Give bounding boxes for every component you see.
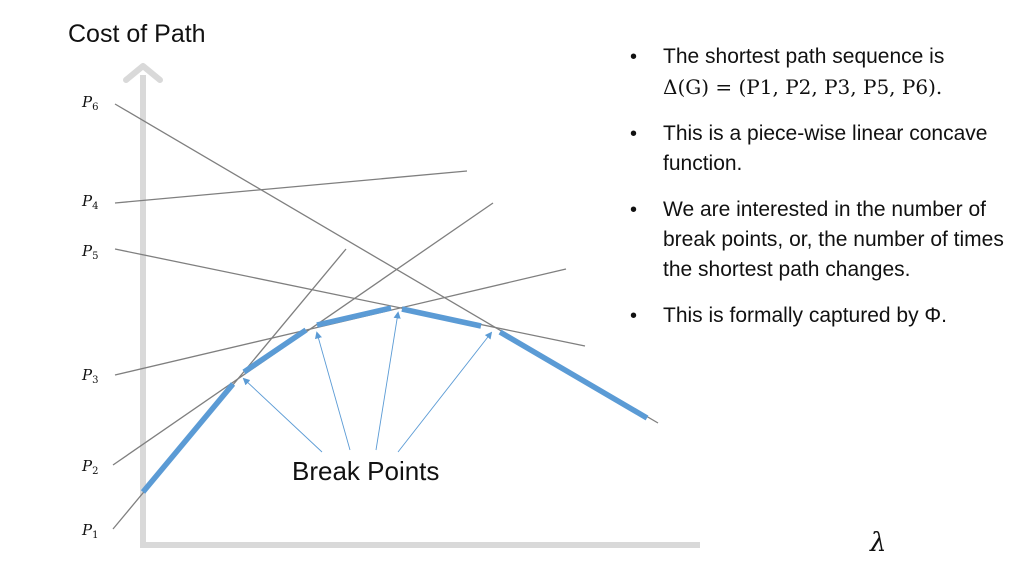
bullet-text: This is a piece-wise linear concave func… (663, 122, 988, 175)
envelope-segment-p6 (498, 329, 649, 421)
envelope-segment-p2 (242, 327, 308, 375)
bullet-item: • This is formally captured by Φ. (630, 301, 1024, 331)
path-label-p4: P4 (82, 192, 99, 212)
path-label-p1: P1 (82, 521, 99, 541)
bullet-list: • The shortest path sequence is Δ(G) = (… (630, 42, 1024, 347)
cost-path-diagram (112, 63, 700, 548)
envelope-segment-p1 (140, 382, 236, 494)
path-label-p6: P6 (82, 93, 99, 113)
bullet-dot-icon: • (630, 305, 638, 327)
path-line-p4 (114, 170, 468, 204)
x-axis-label: λ (870, 528, 887, 558)
bullet-text: We are interested in the number of break… (663, 198, 1004, 281)
y-axis-arrowhead (123, 63, 163, 83)
bullet-text: The shortest path sequence is (663, 45, 945, 68)
break-point-arrow-3 (375, 311, 401, 451)
break-point-arrow-1 (242, 377, 323, 453)
envelope-segment-p3 (316, 305, 392, 328)
bullet-item: • The shortest path sequence is Δ(G) = (… (630, 42, 1024, 103)
break-points-caption: Break Points (292, 456, 440, 486)
bullet-dot-icon: • (630, 46, 638, 68)
y-axis-title: Cost of Path (68, 20, 206, 48)
envelope-segment-p5 (401, 306, 482, 329)
break-point-arrow-4 (397, 331, 493, 453)
path-label-p5: P5 (82, 242, 99, 262)
bullet-dot-icon: • (630, 199, 638, 221)
shortest-path-envelope (140, 305, 649, 494)
path-label-p3: P3 (82, 366, 99, 386)
path-line-p5 (114, 248, 586, 347)
shortest-path-sequence-formula: Δ(G) = (P1, P2, P3, P5, P6). (663, 75, 943, 99)
break-point-arrow-2 (315, 331, 351, 451)
bullet-item: • This is a piece-wise linear concave fu… (630, 119, 1024, 179)
path-label-p2: P2 (82, 457, 99, 477)
break-point-arrows (242, 311, 493, 453)
bullet-text: This is formally captured by Φ. (663, 304, 948, 327)
bullet-item: • We are interested in the number of bre… (630, 195, 1024, 285)
bullet-dot-icon: • (630, 123, 638, 145)
axes (123, 63, 700, 548)
